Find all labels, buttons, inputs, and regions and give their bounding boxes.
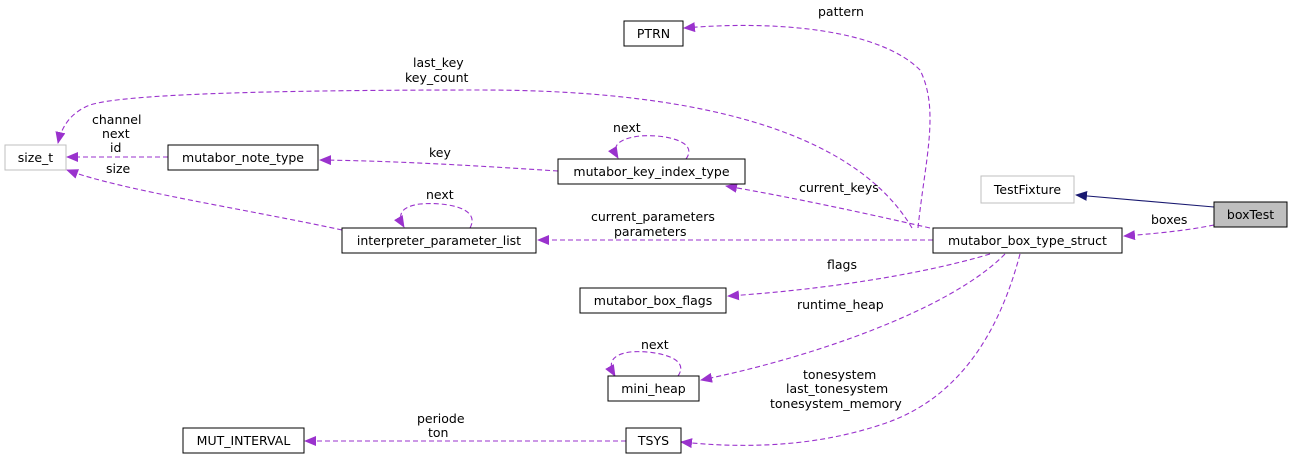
- node-mini-heap-label: mini_heap: [621, 381, 686, 396]
- label-next-keyindex: next: [613, 120, 641, 135]
- label-channel: channel: [92, 112, 141, 127]
- node-mutabor-note-type[interactable]: mutabor_note_type: [167, 144, 319, 171]
- label-runtime-heap: runtime_heap: [797, 297, 884, 312]
- edge-params-self: [394, 203, 473, 229]
- node-testfixture: TestFixture: [980, 175, 1075, 204]
- label-key: key: [429, 145, 451, 160]
- nodes: PTRN size_t mutabor_note_type mutabor_ke…: [4, 20, 1288, 454]
- label-key-count: key_count: [405, 70, 468, 85]
- label-next-params: next: [426, 187, 454, 202]
- node-mutabor-box-flags[interactable]: mutabor_box_flags: [579, 287, 727, 314]
- label-next-note: next: [102, 126, 130, 141]
- edge-keyindex-self: [608, 135, 690, 160]
- label-next-heap: next: [641, 337, 669, 352]
- node-mini-heap[interactable]: mini_heap: [607, 375, 700, 402]
- label-tonesystem-memory: tonesystem_memory: [770, 396, 902, 411]
- edge-params-sizet: [66, 169, 343, 231]
- label-parameters: parameters: [614, 224, 687, 239]
- node-size-t-label: size_t: [18, 150, 53, 165]
- node-mutabor-box-type-struct-label: mutabor_box_type_struct: [948, 233, 1107, 248]
- node-mut-interval[interactable]: MUT_INTERVAL: [182, 427, 305, 454]
- edge-keyindex-notetype: [319, 155, 559, 172]
- edge-box-miniheap: [700, 253, 1006, 383]
- label-tonesystem: tonesystem: [803, 367, 876, 382]
- node-ptrn-label: PTRN: [637, 26, 670, 41]
- label-last-key: last_key: [413, 55, 464, 70]
- node-testfixture-label: TestFixture: [993, 182, 1061, 197]
- node-mutabor-box-flags-label: mutabor_box_flags: [594, 293, 712, 308]
- label-boxes: boxes: [1151, 212, 1187, 227]
- node-size-t: size_t: [4, 144, 67, 171]
- label-size: size: [106, 161, 131, 176]
- node-mutabor-note-type-label: mutabor_note_type: [182, 150, 304, 165]
- node-mutabor-key-index-type[interactable]: mutabor_key_index_type: [557, 158, 746, 185]
- node-mut-interval-label: MUT_INTERVAL: [197, 433, 291, 448]
- node-boxtest-label: boxTest: [1227, 207, 1274, 222]
- edge-labels: pattern last_key key_count channel next …: [92, 4, 1187, 440]
- edge-miniheap-self: [605, 351, 682, 377]
- edge-box-flags: [727, 253, 991, 301]
- node-interpreter-parameter-list-label: interpreter_parameter_list: [357, 233, 521, 248]
- node-mutabor-box-type-struct[interactable]: mutabor_box_type_struct: [932, 227, 1123, 254]
- label-current-parameters: current_parameters: [591, 209, 715, 224]
- edge-box-sizet-keys: [55, 89, 913, 229]
- label-flags: flags: [827, 257, 857, 272]
- node-mutabor-key-index-type-label: mutabor_key_index_type: [573, 164, 729, 179]
- label-pattern: pattern: [818, 4, 864, 19]
- node-tsys[interactable]: TSYS: [625, 427, 682, 454]
- edge-box-ptrn: [683, 22, 931, 229]
- label-periode: periode: [417, 411, 465, 426]
- edge-boxtest-testfixture: [1075, 190, 1215, 208]
- label-last-tonesystem: last_tonesystem: [786, 381, 888, 396]
- node-interpreter-parameter-list[interactable]: interpreter_parameter_list: [341, 227, 537, 254]
- node-tsys-label: TSYS: [637, 433, 669, 448]
- node-boxtest[interactable]: boxTest: [1213, 201, 1288, 228]
- edge-boxtest-boxes: [1123, 224, 1215, 241]
- label-id: id: [110, 140, 121, 155]
- node-ptrn[interactable]: PTRN: [623, 20, 684, 47]
- edge-box-keyindex: [725, 182, 931, 229]
- label-ton: ton: [428, 425, 448, 440]
- edge-box-tsys: [680, 253, 1021, 449]
- label-current-keys: current_keys: [799, 180, 879, 195]
- edges: [55, 22, 1215, 449]
